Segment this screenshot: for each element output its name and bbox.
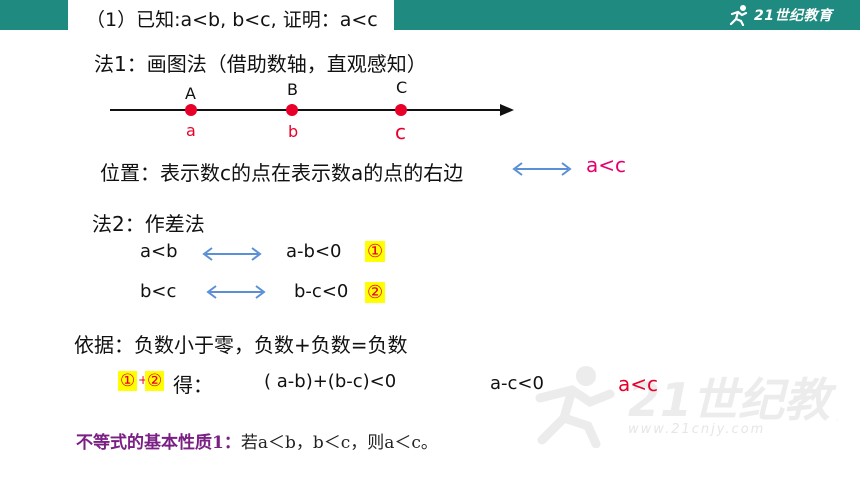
- point-c-upper-label: C: [396, 78, 408, 97]
- method1-conclusion: a<c: [586, 153, 627, 177]
- double-arrow-icon: [202, 247, 262, 261]
- header-title: （1）已知:a<b, b<c, 证明：a<c: [86, 9, 378, 31]
- sum-de: 得：: [173, 373, 213, 397]
- sum-result: a-c<0: [490, 373, 544, 394]
- sum-final: a<c: [618, 372, 659, 396]
- point-b-dot: [286, 104, 298, 116]
- sum-expression: ( a-b)+(b-c)<0: [264, 371, 397, 392]
- method2-heading: 法2：作差法: [92, 212, 205, 236]
- property-statement: 不等式的基本性质1：若a＜b，b＜c，则a＜c。: [76, 428, 438, 453]
- row1-left: a<b: [140, 241, 178, 262]
- brand-logo: 21世纪教育: [728, 4, 832, 26]
- watermark-logo-icon: 21世纪教育: [535, 366, 838, 448]
- sum-plus: +: [138, 373, 149, 387]
- double-arrow-icon: [512, 162, 572, 176]
- point-b-lower-label: b: [288, 122, 299, 141]
- sum-marker-2: ②: [145, 371, 165, 391]
- runner-icon: [729, 5, 748, 26]
- watermark-url: www.21cnjy.com: [628, 422, 766, 437]
- basis-text: 依据：负数小于零，负数+负数=负数: [74, 333, 408, 357]
- point-a-upper-label: A: [185, 84, 196, 103]
- row1-marker: ①: [365, 241, 386, 262]
- point-b-upper-label: B: [287, 80, 298, 99]
- method1-heading: 法1：画图法（借助数轴，直观感知）: [94, 52, 427, 76]
- point-a-dot: [185, 104, 197, 116]
- point-c-dot: [395, 104, 407, 116]
- row2-left: b<c: [140, 281, 177, 302]
- point-a-lower-label: a: [186, 121, 196, 140]
- property-rest: 若a＜b，b＜c，则a＜c。: [240, 433, 438, 453]
- svg-text:21世纪教育: 21世纪教育: [628, 373, 838, 427]
- sum-marker-1: ①: [118, 371, 138, 391]
- position-text: 位置：表示数c的点在表示数a的点的右边: [100, 161, 464, 185]
- double-arrow-icon: [206, 285, 266, 299]
- row2-marker: ②: [365, 282, 386, 303]
- property-lead: 不等式的基本性质1：: [76, 433, 241, 453]
- brand-text: 21世纪教育: [754, 8, 833, 24]
- header-title-background: [68, 0, 394, 30]
- row1-right: a-b<0: [286, 241, 342, 262]
- number-line: [110, 104, 514, 116]
- row2-right: b-c<0: [294, 281, 349, 302]
- point-c-lower-label: c: [395, 120, 406, 144]
